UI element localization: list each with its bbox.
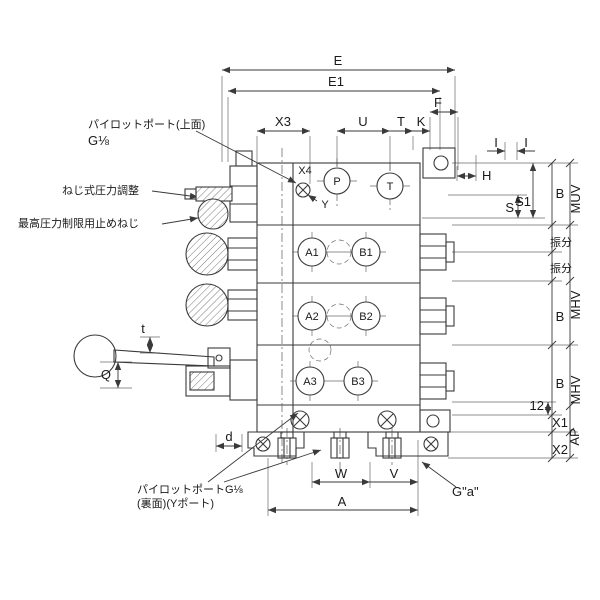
callout-pilot-port-back-line1: パイロットポートG⅛: [137, 483, 244, 496]
dim-label-t-small: t: [141, 321, 145, 336]
lever-handle: [113, 349, 215, 367]
port-label-a3: A3: [303, 376, 316, 388]
max-pressure-stop-screw: [197, 198, 229, 230]
callout-screw-pressure-adjust: ねじ式圧力調整: [62, 183, 139, 197]
left-relief-assemblies: [184, 150, 258, 401]
dim-label-h: H: [482, 168, 491, 183]
dim-label-d: d: [225, 429, 232, 444]
dim-label-furiwake-top: 振分: [550, 235, 572, 249]
dim-label-i-right: I: [524, 135, 528, 150]
port-label-b3: B3: [351, 376, 364, 388]
bottom-stud-2: [330, 431, 350, 459]
bolt-circle-right: [377, 410, 397, 430]
dim-label-v: V: [390, 466, 399, 481]
port-label-y: Y: [321, 199, 329, 211]
callout-pilot-port-top-line1: パイロットポート(上面): [88, 118, 205, 131]
dimension-lines: [114, 66, 575, 514]
bottom-stud-3: [382, 431, 402, 459]
relief-knob-2: [185, 283, 229, 327]
dim-label-e1: E1: [328, 74, 344, 89]
dim-label-w: W: [335, 466, 348, 481]
dim-label-12: 12: [530, 398, 544, 413]
dim-label-mhv-bot: MHV: [568, 375, 583, 404]
dim-label-e: E: [334, 53, 343, 68]
dim-label-t: T: [397, 114, 405, 129]
callout-pilot-port-top-line2: G⅛: [88, 133, 109, 148]
port-circle-p: [323, 167, 351, 195]
dim-label-i-left: I: [494, 135, 498, 150]
callout-g-a-port: G"a": [452, 484, 479, 499]
port-label-b2: B2: [359, 311, 372, 323]
dim-label-u: U: [358, 114, 367, 129]
port-circle-b2: [351, 301, 381, 331]
extension-lines: [100, 76, 578, 516]
callout-pilot-port-back-line2: (裏面)(Yポート): [137, 496, 214, 510]
dim-label-s1: S1: [515, 194, 531, 209]
lever-pivot: [207, 347, 231, 369]
port-label-a2: A2: [305, 311, 318, 323]
dim-label-furiwake-bot: 振分: [550, 261, 572, 275]
port-label-t: T: [387, 181, 394, 193]
port-label-p: P: [333, 176, 340, 188]
lever-ball-knob: [73, 334, 117, 378]
dim-label-q: Q: [101, 367, 111, 382]
leader-lines: [151, 130, 457, 488]
dim-label-mhv-mid: MHV: [568, 290, 583, 319]
port-circle-b3: [343, 366, 373, 396]
control-lever: [73, 334, 231, 378]
dim-label-ap: AP: [567, 428, 582, 445]
spool-end-caps: [419, 233, 455, 400]
bolt-circle-left: [290, 410, 310, 430]
relief-knob-1: [185, 232, 229, 276]
dim-label-f: F: [434, 95, 442, 110]
port-circle-a1: [297, 237, 327, 267]
top-right-bolt-hole: [433, 155, 449, 171]
bottom-stud-1: [277, 431, 297, 459]
port-circle-b1: [351, 237, 381, 267]
dim-label-b-bot: B: [556, 376, 565, 391]
dim-label-a: A: [338, 494, 347, 509]
bottom-right-mounting-tab: [419, 409, 451, 433]
port-label-a1: A1: [305, 247, 318, 259]
ports: [290, 167, 410, 430]
top-right-mounting-tab: [422, 147, 456, 179]
port-label-x4: X4: [298, 165, 311, 177]
dim-label-b-top: B: [556, 186, 565, 201]
port-label-b1: B1: [359, 247, 372, 259]
left-foot-bolt: [255, 436, 271, 452]
callout-max-pressure-limit-screw: 最高圧力制限用止めねじ: [18, 216, 139, 230]
dim-label-muv: MUV: [568, 184, 583, 213]
dim-label-x1: X1: [552, 415, 568, 430]
dim-label-b-mid: B: [556, 309, 565, 324]
port-circle-a3: [295, 366, 325, 396]
port-circle-a2: [297, 301, 327, 331]
right-foot: [367, 431, 449, 457]
body-outline: [256, 162, 421, 433]
dim-label-k: K: [417, 114, 426, 129]
bottom-right-bolt-hole: [426, 414, 440, 428]
dim-label-x2: X2: [552, 442, 568, 457]
dim-label-x3: X3: [275, 114, 291, 129]
right-foot-bolt: [423, 436, 439, 452]
port-circle-t: [376, 172, 404, 200]
mounting-feet: [247, 431, 449, 459]
dim-label-s: S: [505, 200, 514, 215]
